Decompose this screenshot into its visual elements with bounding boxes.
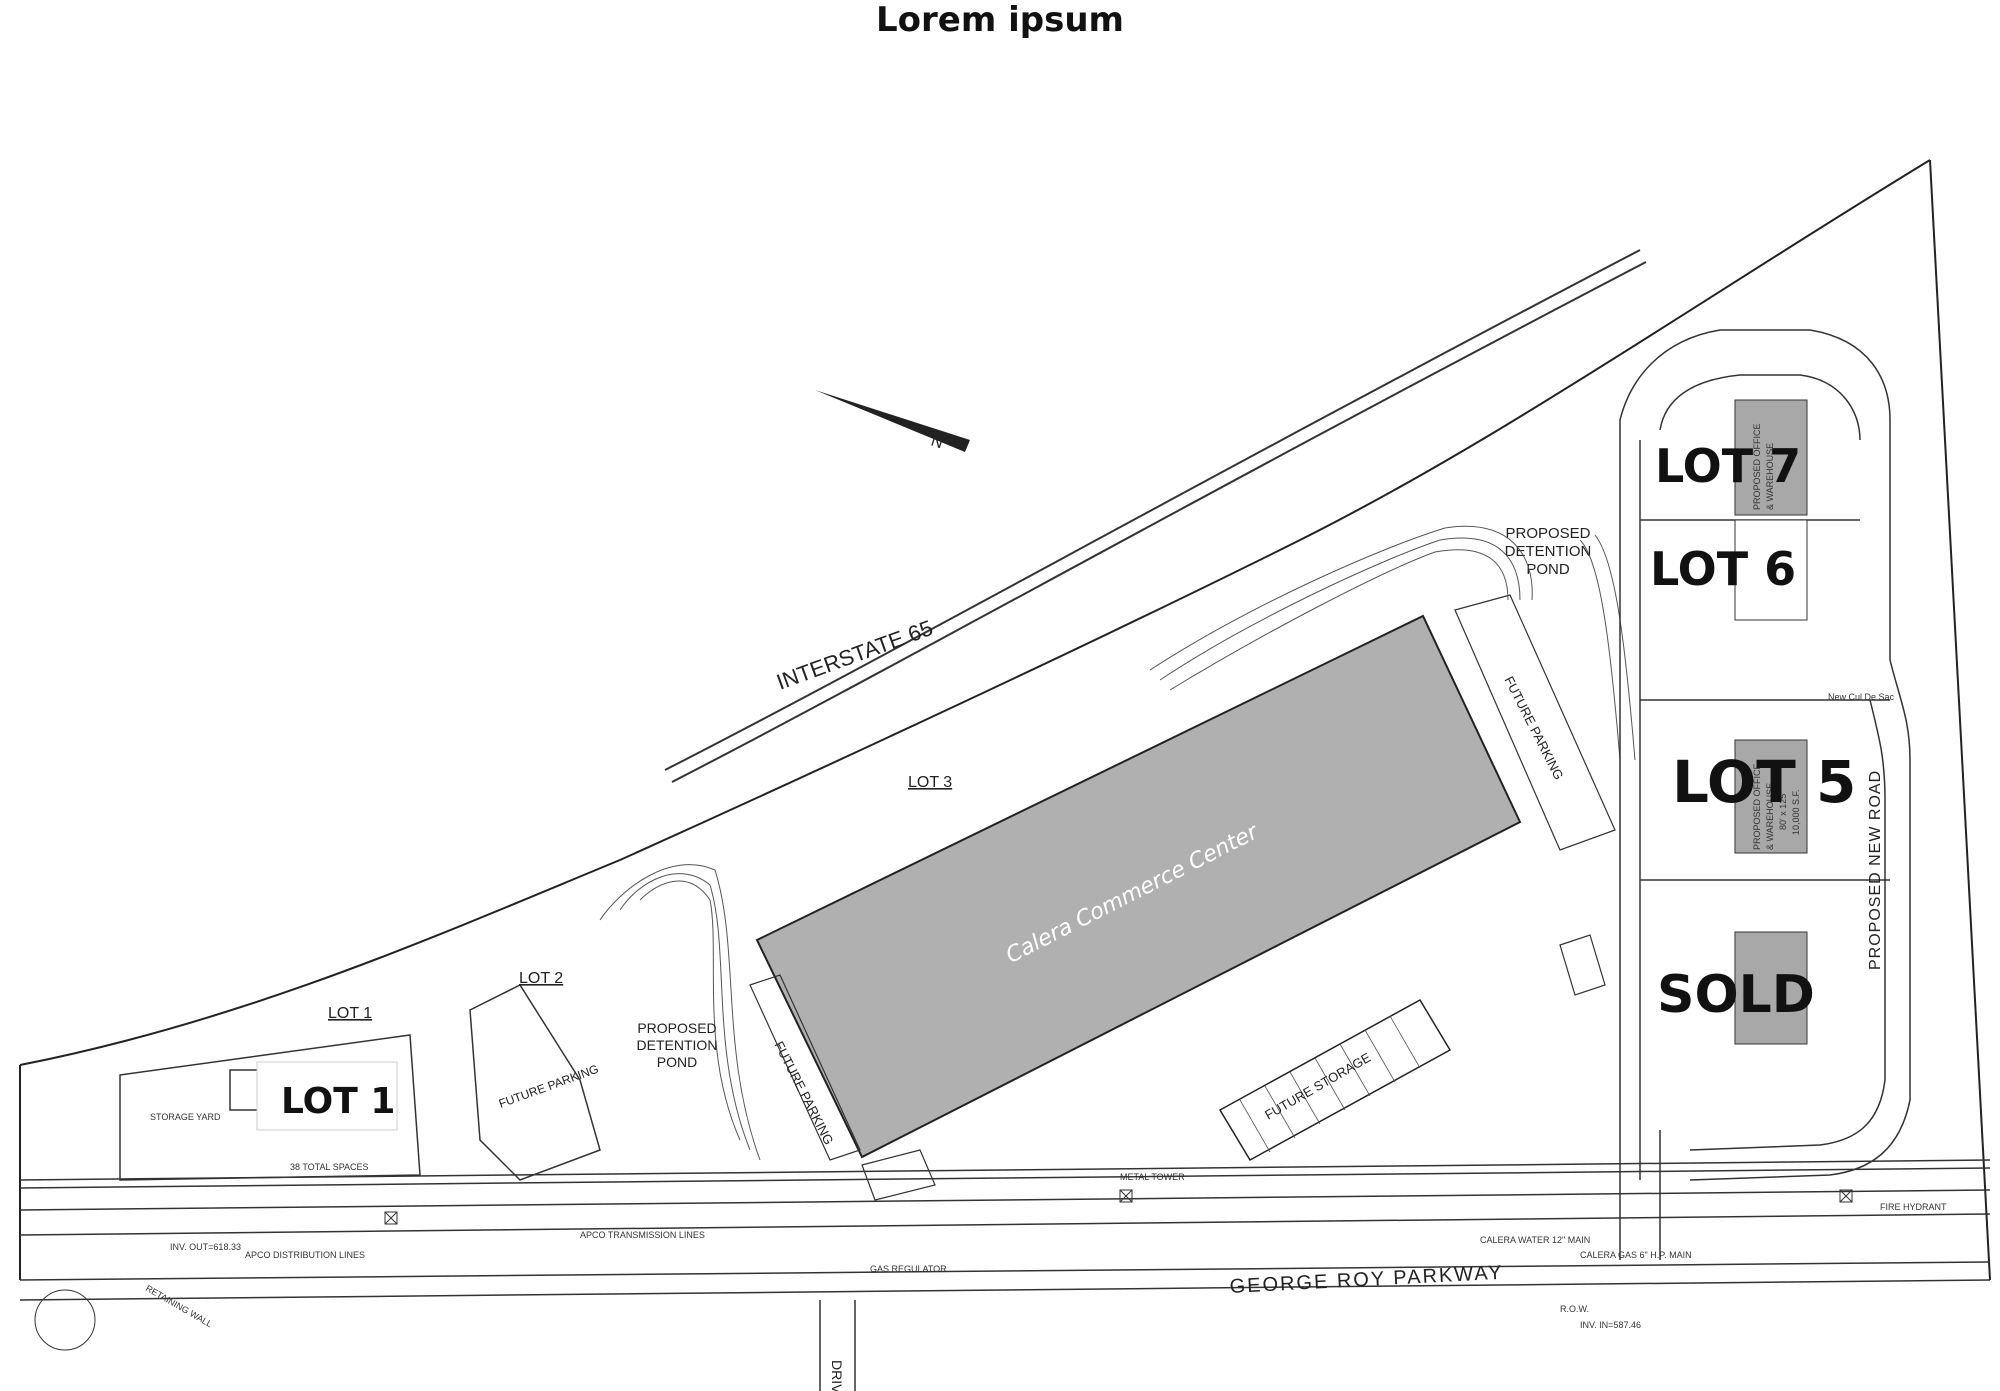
lot5-building-dims: 80' x 125' (1778, 792, 1788, 830)
metal-tower-label: METAL TOWER (1120, 1172, 1185, 1182)
pond-right-line3: POND (1526, 561, 1570, 578)
small-lot1-label: LOT 1 (328, 1005, 372, 1022)
big-lot6-label: LOT 6 (1650, 542, 1796, 596)
lot7-building-text1: PROPOSED OFFICE (1752, 423, 1762, 510)
right-lots-frame (1619, 329, 1911, 1260)
apco-transmission-label: APCO TRANSMISSION LINES (580, 1230, 705, 1240)
pond-right-line1: PROPOSED (1505, 525, 1590, 542)
metal-tower-icon (384, 1189, 1853, 1225)
lot2-future-parking: FUTURE PARKING (497, 1062, 601, 1111)
total-spaces-label: 38 TOTAL SPACES (290, 1162, 369, 1172)
future-storage-label: FUTURE STORAGE (1262, 1050, 1373, 1123)
building-lot5[interactable] (1734, 739, 1808, 854)
small-lot2-label: LOT 2 (519, 970, 563, 987)
contour-lines (599, 526, 1636, 1161)
small-lot3-label: LOT 3 (908, 774, 952, 791)
drive-road (819, 1300, 856, 1391)
cul-de-sac-label: New Cul De Sac (1828, 692, 1895, 702)
svg-text:N: N (929, 433, 945, 453)
building-lot6[interactable] (1734, 519, 1808, 621)
main-parking (749, 594, 1616, 1201)
row-label: R.O.W. (1560, 1304, 1589, 1314)
drive-label: DRIVE (829, 1360, 845, 1391)
pond-right-line2: DETENTION (1505, 543, 1592, 560)
lot5-building-text1: PROPOSED OFFICE (1752, 763, 1762, 850)
gas-regulator-label: GAS REGULATOR (870, 1264, 947, 1274)
big-lot1-label: LOT 1 (281, 1081, 395, 1122)
pond-left-line2: DETENTION (637, 1037, 718, 1053)
future-parking-right: FUTURE PARKING (1501, 674, 1566, 782)
calera-gas-label: CALERA GAS 6" H.P. MAIN (1580, 1250, 1692, 1260)
big-sold-label: SOLD (1657, 965, 1815, 1025)
lot5-building-text2: & WAREHOUSE (1765, 783, 1775, 850)
parkway-road (19, 1159, 1991, 1301)
big-lot7-label: LOT 7 (1655, 439, 1801, 493)
retaining-wall-label: RETAINING WALL (144, 1283, 214, 1329)
apco-lines-label: APCO DISTRIBUTION LINES (245, 1250, 365, 1260)
lot5-building-area: 10,000 S.F. (1791, 789, 1801, 835)
water-tank-icon (34, 1289, 96, 1351)
site-boundary (19, 159, 1991, 1281)
north-arrow-icon: N (815, 390, 970, 452)
pond-left-line3: POND (657, 1054, 697, 1070)
calera-water-label: CALERA WATER 12" MAIN (1480, 1235, 1590, 1245)
main-building[interactable] (755, 614, 1522, 1159)
page-title: Lorem ipsum (876, 0, 1124, 40)
pond-left-line1: PROPOSED (637, 1020, 716, 1036)
building-lot7[interactable] (1734, 399, 1808, 516)
storage-yard-label: STORAGE YARD (150, 1112, 221, 1122)
future-storage-area[interactable] (1218, 998, 1452, 1162)
lot7-building-text2: & WAREHOUSE (1765, 443, 1775, 510)
new-road-label: PROPOSED NEW ROAD (1867, 770, 1884, 970)
fire-hydrant-label: FIRE HYDRANT (1880, 1202, 1947, 1212)
inv-out-label: INV. OUT=618.33 (170, 1242, 241, 1252)
lot2-parking[interactable] (469, 984, 601, 1181)
lot1-label-box (256, 1061, 398, 1131)
building-lot4[interactable] (1734, 931, 1808, 1045)
interstate-road (664, 249, 1647, 783)
inv-in-label: INV. IN=587.46 (1580, 1320, 1641, 1330)
big-lot5-label: LOT 5 (1672, 748, 1856, 816)
